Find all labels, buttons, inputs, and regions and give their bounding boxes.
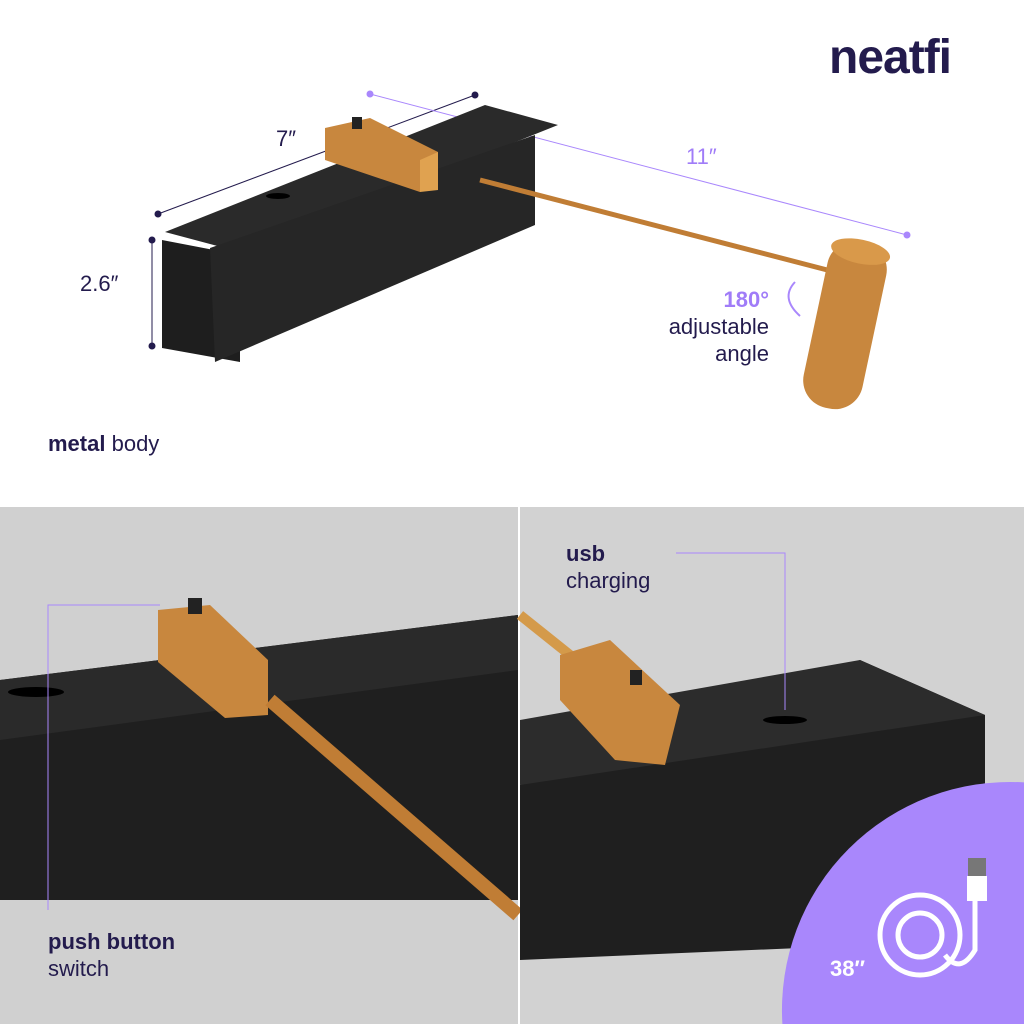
angle-label: 180° adjustable angle — [669, 286, 769, 367]
angle-line2: angle — [715, 341, 769, 366]
push-button-label: push button switch — [48, 928, 175, 982]
usb-bold: usb — [566, 541, 606, 566]
length-dimension: 11″ — [686, 144, 717, 169]
metal-body-label: metal body — [48, 430, 159, 457]
angle-line1: adjustable — [668, 314, 769, 339]
usb-rest: charging — [566, 568, 651, 593]
width-dimension: 7″ — [276, 126, 297, 151]
brand-logo: neatfi — [829, 31, 952, 84]
push-button-rest: switch — [48, 956, 110, 981]
body-rest: body — [105, 431, 160, 456]
usb-label: usb charging — [566, 540, 650, 594]
angle-value: 180° — [723, 287, 769, 312]
usb-cable-icon — [877, 892, 978, 978]
height-dimension: 2.6″ — [80, 271, 119, 296]
push-button-bold: push button — [48, 929, 176, 954]
metal-bold: metal — [48, 431, 106, 456]
cable-length: 38″ — [830, 956, 866, 981]
